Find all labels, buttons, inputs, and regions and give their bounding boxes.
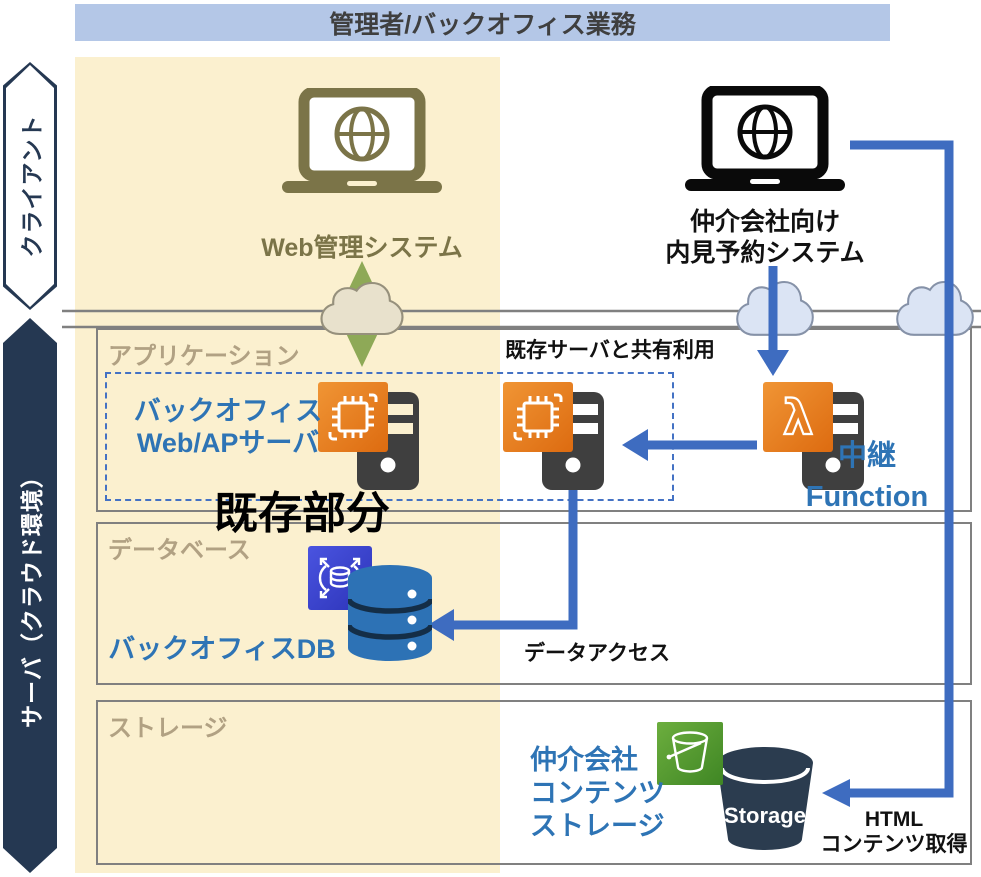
lambda-icon: λ [763,382,833,457]
shared-use-note: 既存サーバと共有利用 [505,339,715,362]
lane-server: サーバ（クラウド環境） [3,318,57,873]
application-section-title: アプリケーション [108,343,300,370]
banner-title: 管理者/バックオフィス業務 [329,10,636,39]
storage-section-title: ストレージ [108,715,228,742]
lane-server-label: サーバ（クラウド環境） [19,463,45,728]
existing-servers-dashed-box [105,372,674,501]
compute-chip-icon [503,382,573,457]
bucket-storage-label: Storage [724,803,806,828]
admin-laptop-globe-icon [280,86,444,201]
cloud-icon [736,280,814,336]
web-admin-system-label: Web管理システム [261,234,463,262]
database-cylinder-icon [346,565,434,667]
database-section-title: データベース [108,537,251,564]
reservation-laptop-globe-icon [683,84,847,199]
content-storage-label: 仲介会社 コンテンツ ストレージ [530,745,665,841]
relay-function-label: 中継 Function [805,440,929,513]
cloud-icon [896,280,974,336]
storage-bucket-icon [715,745,815,860]
storage-section-box: ストレージ [96,700,972,865]
lane-client-label: クライアント [19,114,45,258]
s3-bucket-icon [657,722,723,790]
compute-chip-icon [318,382,388,457]
lane-server-shape [3,318,57,873]
data-access-label: データアクセス [524,642,670,665]
html-fetch-label: HTML コンテンツ取得 [820,808,968,856]
reservation-system-label: 仲介会社向け 内見予約システム [665,208,865,267]
existing-part-label: 既存部分 [214,489,390,538]
banner: 管理者/バックオフィス業務 [75,4,890,41]
svg-text:λ: λ [783,390,813,446]
backoffice-webap-server-label: バックオフィス Web/APサーバ [133,396,323,458]
backoffice-db-label: バックオフィスDB [108,634,336,664]
lane-client: クライアント [3,62,57,310]
